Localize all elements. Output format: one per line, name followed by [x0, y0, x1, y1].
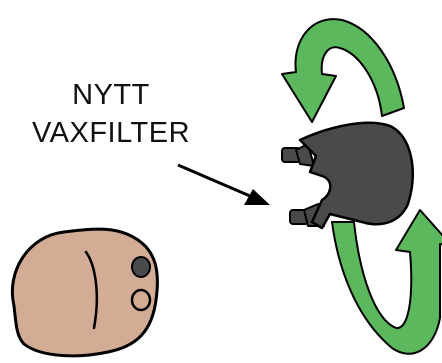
rotate-arrows-icon [281, 18, 442, 355]
rotate-arrow-bottom [331, 209, 442, 355]
wax-filter-icon [281, 121, 414, 230]
label-line-1: NYTT [72, 79, 150, 111]
earpiece-hole-top [131, 256, 151, 278]
earpiece-hole-bottom [130, 288, 152, 312]
new-wax-filter-label: NYTT VAXFILTER [6, 76, 216, 152]
rotate-arrow-top [281, 18, 405, 123]
hearing-aid-earpiece-icon [11, 227, 159, 358]
pointer-arrow [177, 163, 270, 205]
label-line-2: VAXFILTER [31, 117, 191, 149]
